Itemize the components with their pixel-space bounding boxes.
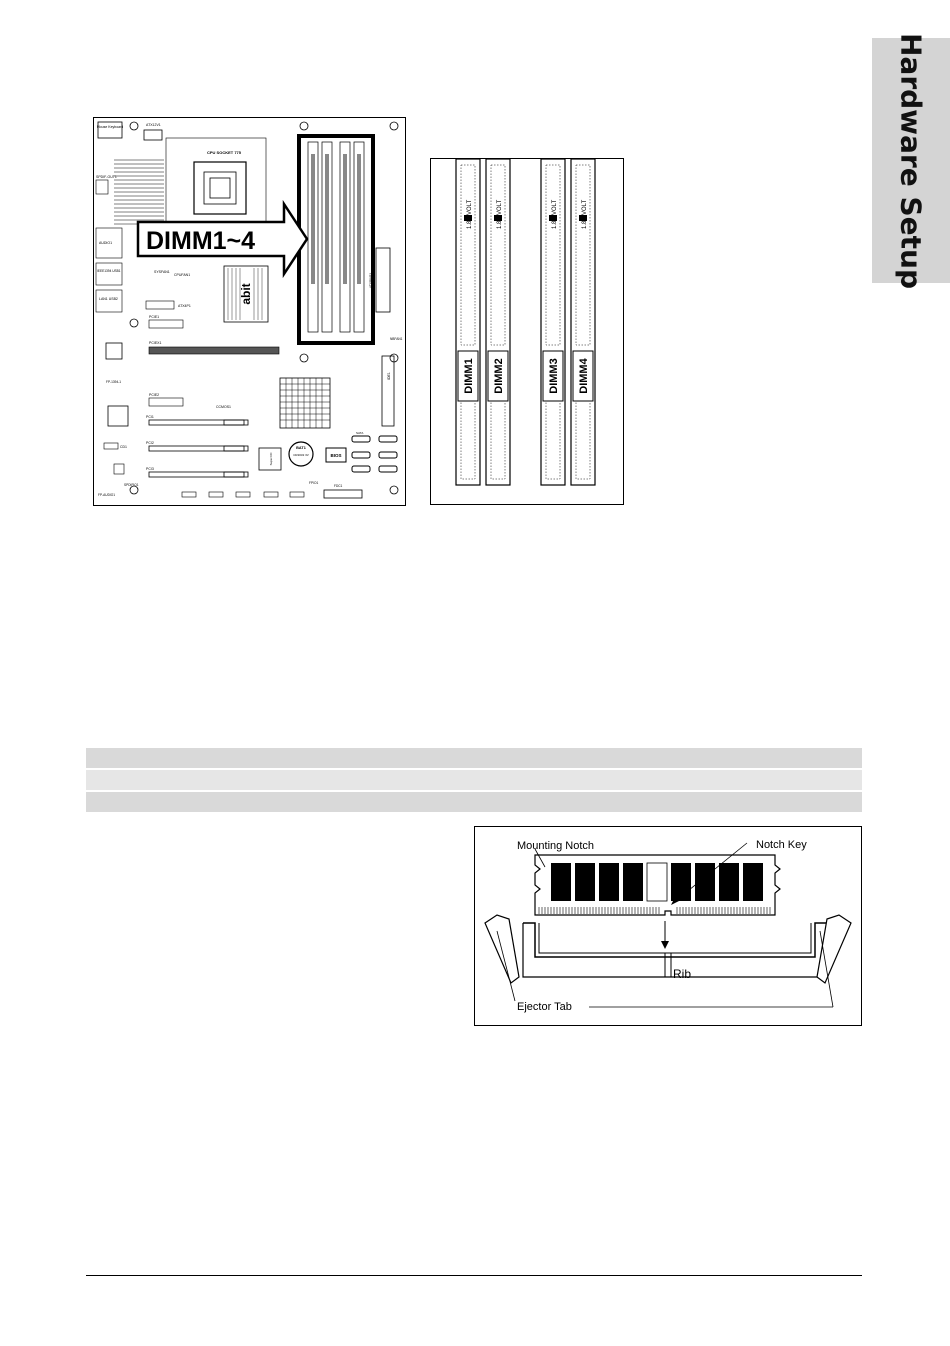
ieee1394-label: IEEE1394 USB1: [97, 269, 121, 273]
dimm-slot-1: DIMM1 1.8V VOLT: [455, 159, 481, 486]
mounting-notch-label: Mounting Notch: [517, 840, 594, 852]
cd1-label: CD1: [120, 445, 127, 449]
table-row: [86, 748, 862, 768]
pcie1-label: PCIE1: [149, 315, 159, 319]
pciex1-label: PCIEX1: [149, 341, 162, 345]
fp1394-label: FP-1394-1: [106, 380, 121, 384]
fpio-label: FPIO1: [309, 481, 318, 485]
section-tab-label: Hardware Setup: [894, 32, 928, 289]
dimm1-label: DIMM1: [463, 358, 475, 393]
sata-label: SATA: [356, 431, 363, 435]
bat-spec-label: CR2032 3V: [293, 453, 309, 457]
dimm-highlight-box: [297, 134, 375, 345]
motherboard-diagram: Mouse Keyboard ATX12V1 CPU SOCKET 775 SP…: [93, 117, 406, 506]
fdc-label: FDC1: [334, 484, 343, 488]
bios-label: BIOS: [330, 453, 341, 458]
audio-label: AUDIO1: [99, 241, 112, 245]
pci2-label: PCI2: [146, 441, 154, 445]
dimm-slot-2: DIMM2 1.8V VOLT: [485, 159, 511, 486]
footer-rule: [86, 1275, 862, 1276]
dimm-callout-arrow: [136, 199, 309, 279]
atx4p-label: ATX4P1: [178, 304, 191, 308]
dimm-callout-label: DIMM1~4: [146, 227, 255, 255]
ide1-label: IDE1: [387, 372, 391, 380]
section-tab: Hardware Setup: [872, 32, 950, 289]
spdifio-label: SPDIFIO1: [124, 483, 139, 487]
lan-label: LAN1 USB2: [99, 297, 118, 301]
memory-module-diagram: Mounting Notch Notch Key Rib Ejector Tab: [474, 826, 862, 1026]
dimm-slot-3: DIMM3 1.8V VOLT: [540, 159, 566, 486]
nbfan-label: NBFAN1: [390, 337, 403, 341]
dimm1-voltage-label: 1.8V VOLT: [467, 199, 473, 229]
memory-module-drawing: Mounting Notch Notch Key Rib Ejector Tab: [484, 839, 852, 1013]
dimm-slots-panel: DIMM1 1.8V VOLT DIMM2 1.8V VOLT DIMM3 1.…: [430, 158, 624, 505]
superio-label: Super I/O: [269, 452, 273, 466]
ccmos-label: CCMOS1: [216, 405, 231, 409]
dimm-slot-4: DIMM4 1.8V VOLT: [570, 159, 596, 486]
spdif-out-label: SPDIF-OUT1: [96, 175, 117, 179]
cpufan-label: CPUFAN1: [174, 273, 190, 277]
dimm4-label: DIMM4: [578, 357, 590, 393]
fp-audio-label: FP-AUDIO1: [98, 493, 115, 497]
cpu-socket-label: CPU SOCKET 775: [207, 150, 242, 155]
dimm-slots-drawing: DIMM1 1.8V VOLT DIMM2 1.8V VOLT DIMM3 1.…: [455, 159, 596, 486]
pci1-label: PCI1: [146, 415, 154, 419]
pcie2-label: PCIE2: [149, 393, 159, 397]
notch-key-label: Notch Key: [756, 839, 807, 851]
ejector-tab-label: Ejector Tab: [517, 1001, 572, 1013]
atx12v-label: ATX12V1: [146, 123, 161, 127]
dimm2-voltage-label: 1.8V VOLT: [497, 199, 503, 229]
dimm3-label: DIMM3: [548, 358, 560, 393]
rib-label: Rib: [673, 967, 691, 981]
bat1-label: BAT1: [296, 446, 306, 450]
table-row: [86, 770, 862, 790]
dimm4-voltage-label: 1.8V VOLT: [582, 199, 588, 229]
pci3-label: PCI3: [146, 467, 154, 471]
abit-logo: abit: [239, 283, 253, 304]
mouse-keyboard-label: Mouse Keyboard: [97, 125, 124, 129]
dimm2-label: DIMM2: [493, 358, 505, 393]
table-row: [86, 792, 862, 812]
sysfan-label: SYSFAN1: [154, 270, 170, 274]
motherboard-drawing: Mouse Keyboard ATX12V1 CPU SOCKET 775 SP…: [95, 121, 403, 499]
dimm3-voltage-label: 1.8V VOLT: [552, 199, 558, 229]
